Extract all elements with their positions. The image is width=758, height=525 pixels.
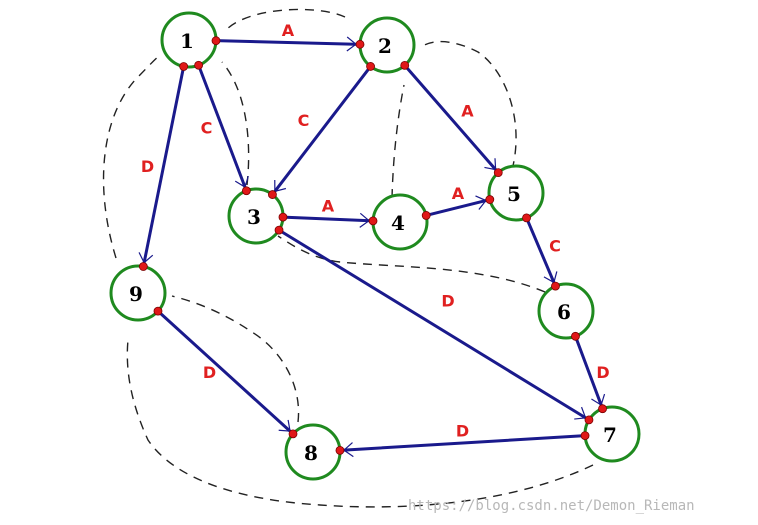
node-label: 1 <box>180 29 194 53</box>
edge-endpoint-start <box>522 213 531 223</box>
edge-1-9 <box>141 64 186 269</box>
node-label: 5 <box>507 182 521 206</box>
watermark-text: https://blog.csdn.net/Demon_Rieman <box>408 498 695 514</box>
dashed-path-3-to-1 <box>221 61 250 186</box>
node-label: 2 <box>378 34 392 58</box>
node-4: 4 <box>371 193 429 251</box>
edge-label-3-4: A <box>322 197 335 216</box>
edge-label-5-6: C <box>549 237 561 256</box>
edge-endpoint-start <box>211 36 221 46</box>
arrow-marks <box>138 36 606 458</box>
edge-5-6 <box>525 216 557 288</box>
node-label: 8 <box>304 441 318 465</box>
edge-7-8 <box>338 434 587 452</box>
edge-endpoint-start <box>421 211 431 220</box>
dashed-path-2-to-1 <box>225 8 346 31</box>
edge-endpoint-end <box>268 190 277 199</box>
edge-label-9-8: D <box>203 363 216 382</box>
edge-endpoint-end <box>368 216 378 226</box>
edge-9-8 <box>156 309 295 436</box>
node-label: 9 <box>129 282 143 306</box>
edge-endpoint-end <box>551 281 560 291</box>
node-label: 6 <box>557 300 571 324</box>
edge-label-6-7: D <box>596 363 609 382</box>
dashed-path-6-to-3 <box>277 235 546 293</box>
node-label: 7 <box>603 423 617 447</box>
node-5: 5 <box>487 164 545 222</box>
node-7: 7 <box>583 405 641 463</box>
node-circle <box>537 282 595 340</box>
edge-endpoint-end <box>493 168 503 178</box>
edge-endpoint-start <box>580 431 590 441</box>
edge-1-3 <box>197 63 248 193</box>
node-label: 3 <box>247 205 261 229</box>
edge-label-2-3: C <box>298 111 310 130</box>
edge-endpoint-end <box>598 404 607 414</box>
node-circle <box>109 264 167 322</box>
edge-3-4 <box>281 215 375 223</box>
node-label: 4 <box>391 211 405 235</box>
edge-label-1-9: D <box>141 157 154 176</box>
edge-endpoint-start <box>366 62 375 71</box>
edge-label-7-8: D <box>456 422 469 441</box>
node-9: 9 <box>109 264 167 322</box>
dashed-path-9-to-1 <box>102 54 161 259</box>
edges <box>141 39 605 452</box>
edge-endpoint-end <box>584 415 594 425</box>
edge-1-2 <box>214 39 362 46</box>
edge-label-4-5: A <box>452 184 465 203</box>
node-6: 6 <box>537 282 595 340</box>
node-1: 1 <box>160 11 218 69</box>
edge-4-5 <box>424 198 492 217</box>
edge-endpoint-start <box>153 306 163 316</box>
edge-endpoint-start <box>278 212 288 222</box>
dashed-path-8-to-9 <box>171 295 300 423</box>
edge-label-3-7: D <box>441 292 454 311</box>
edge-endpoint-end <box>355 39 365 49</box>
edge-endpoint-end <box>288 429 298 439</box>
edge-endpoint-start <box>274 225 284 235</box>
edge-2-3 <box>270 64 373 197</box>
edge-3-7 <box>277 228 591 422</box>
edge-endpoint-start <box>194 60 204 70</box>
edge-endpoint-start <box>400 60 410 70</box>
edge-endpoint-end <box>335 445 345 455</box>
edge-6-7 <box>573 334 605 411</box>
edge-endpoint-start <box>571 331 580 341</box>
dashed-path-4-to-2 <box>391 84 405 199</box>
dashed-path-5-to-2 <box>419 40 517 171</box>
edge-label-2-5: A <box>461 102 474 121</box>
dashed-traversal-paths <box>102 8 594 508</box>
edge-endpoint-end <box>485 195 495 204</box>
edge-endpoint-start <box>179 62 189 71</box>
edge-endpoint-end <box>138 262 148 271</box>
nodes: 1 2 3 4 5 6 7 8 9 <box>109 11 641 481</box>
node-2: 2 <box>358 16 416 74</box>
edge-label-1-3: C <box>201 119 213 138</box>
node-8: 8 <box>284 423 342 481</box>
edge-endpoint-end <box>241 186 251 196</box>
node-circle <box>487 164 545 222</box>
edge-endpoints <box>138 36 607 455</box>
edge-label-1-2: A <box>282 21 295 40</box>
edge-2-5 <box>403 63 500 175</box>
dashed-path-7-to-9-outer <box>126 339 594 508</box>
edge-labels: A C D C A A A C D D D D <box>141 21 610 441</box>
